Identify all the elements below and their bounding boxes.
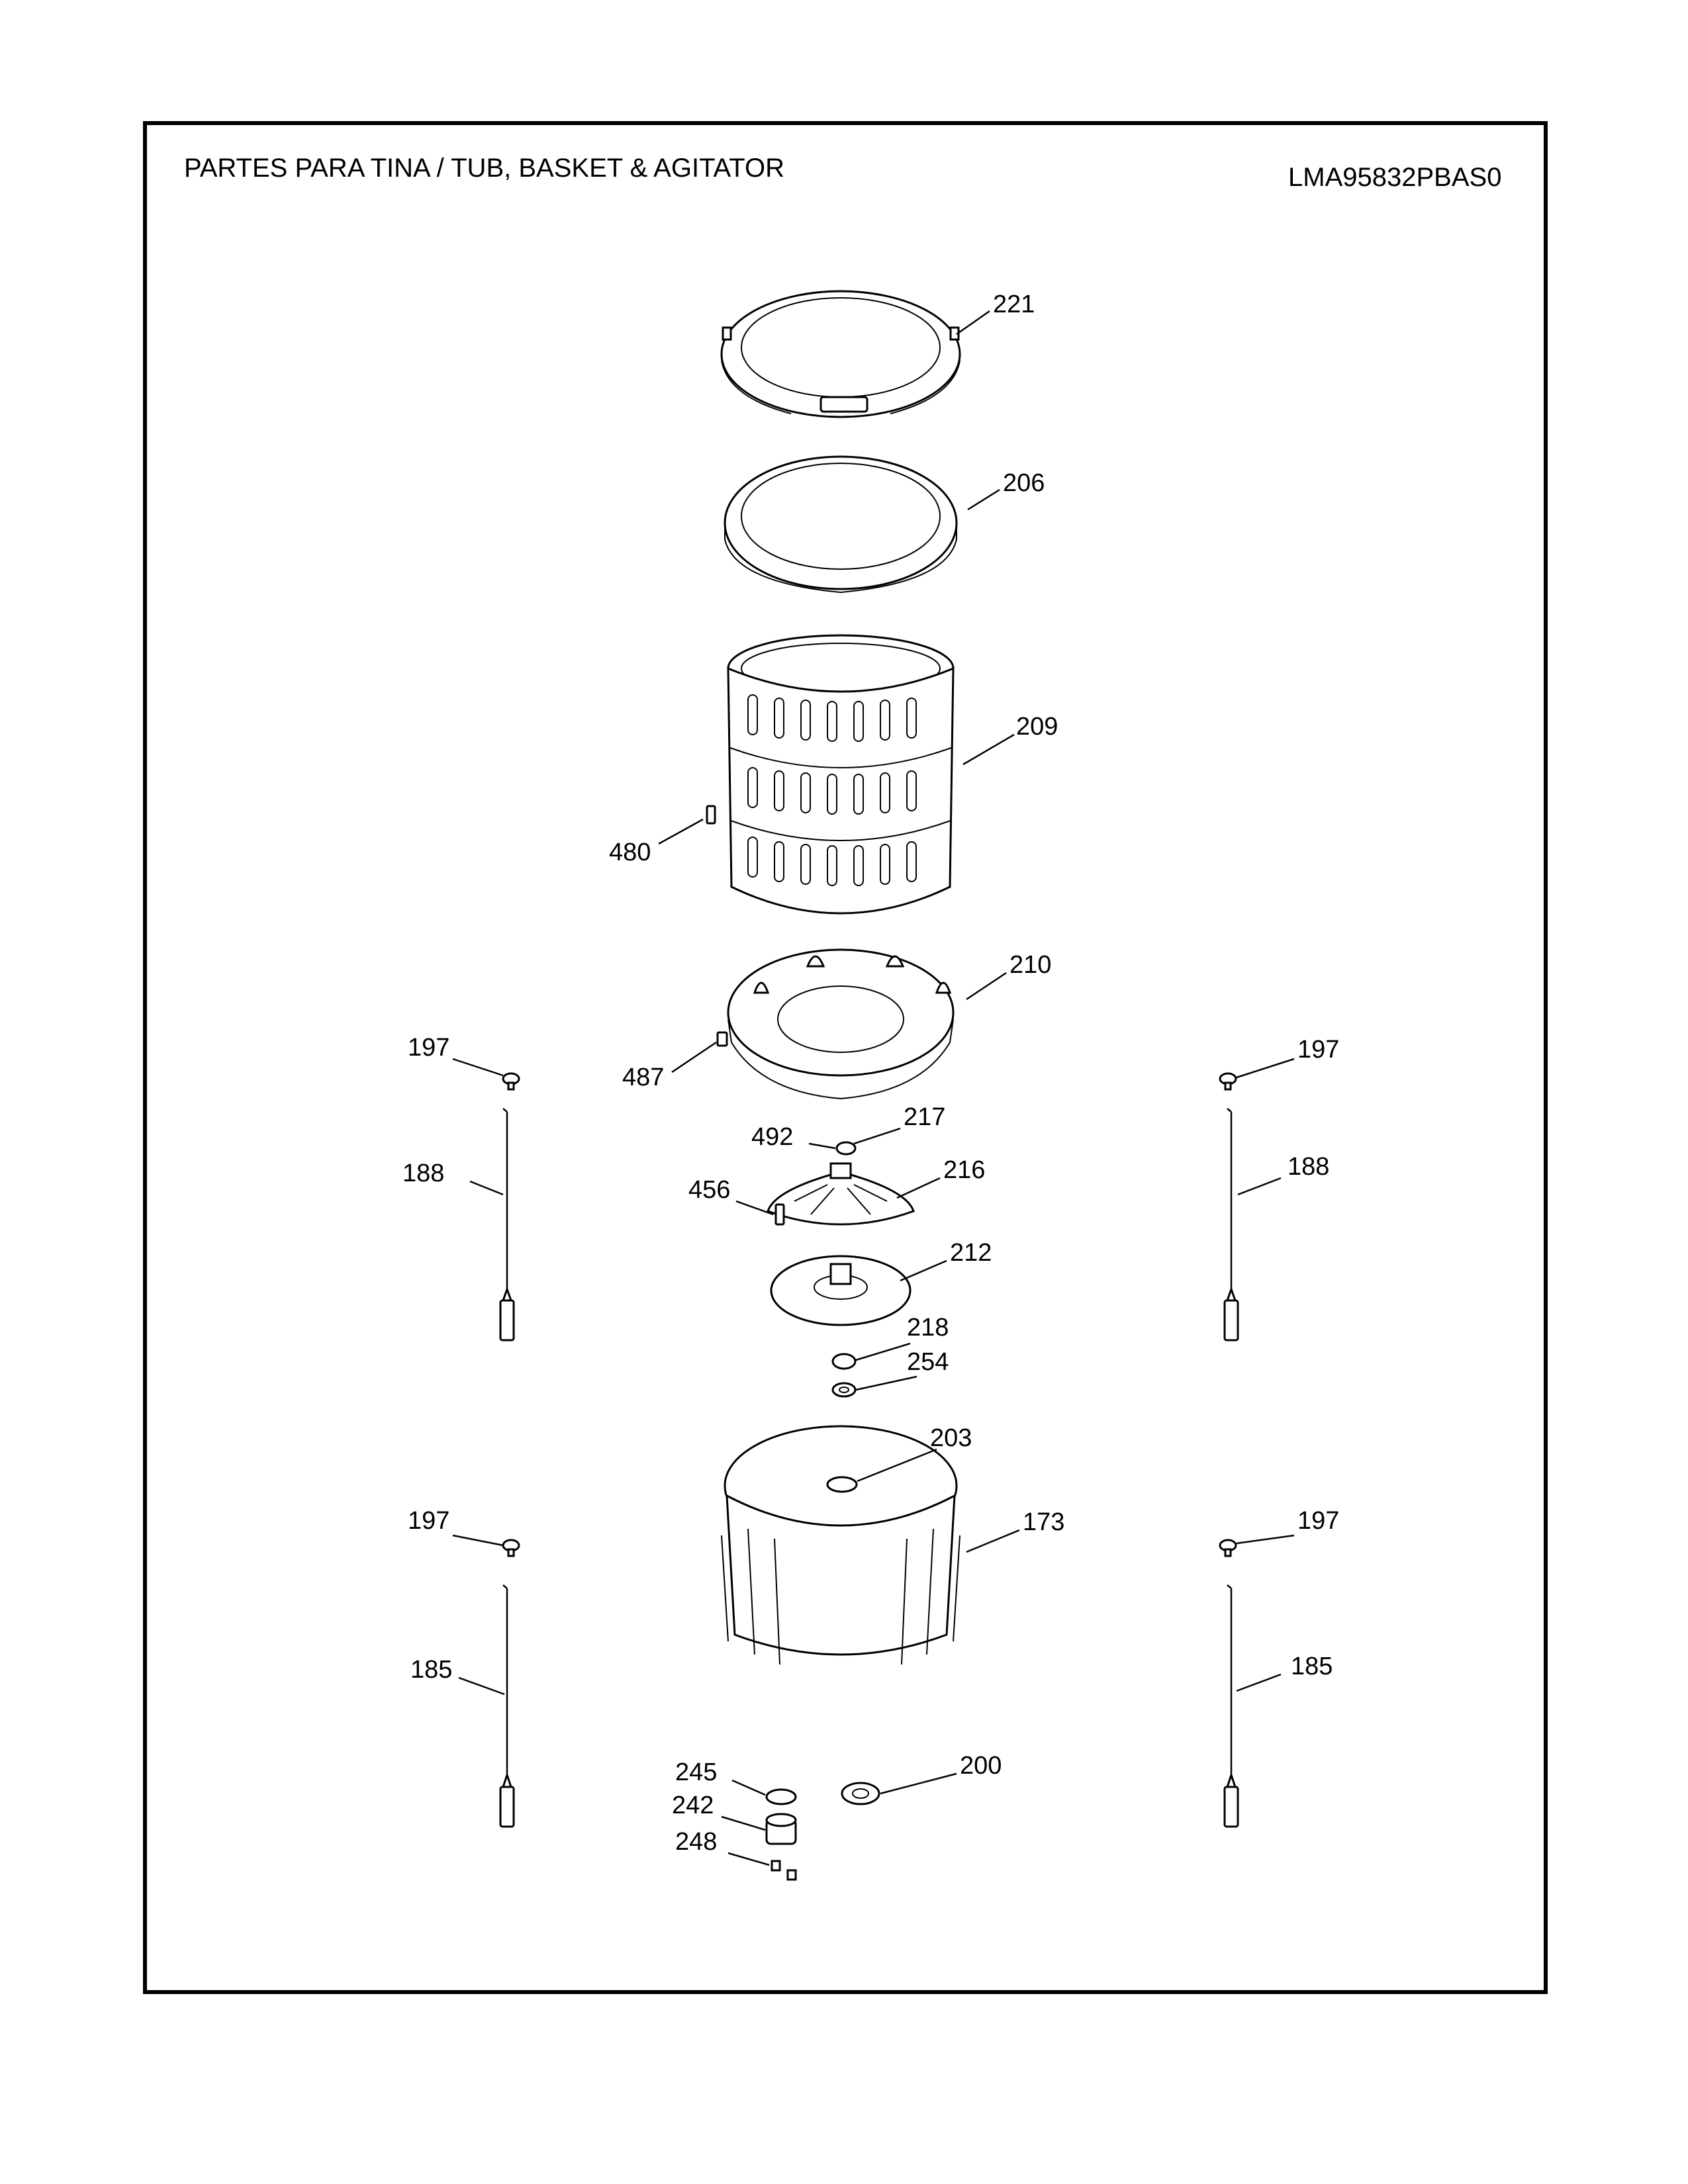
part-209-wash-basket xyxy=(727,634,955,915)
part-185-suspension-rod-right xyxy=(1223,1584,1239,1828)
callout-197-bottom-left: 197 xyxy=(408,1507,449,1535)
part-248-clips xyxy=(771,1860,797,1881)
diagram-title: PARTES PARA TINA / TUB, BASKET & AGITATO… xyxy=(184,154,784,183)
callout-487: 487 xyxy=(622,1064,664,1091)
part-480-screw xyxy=(706,805,716,825)
part-197-grommet-bottom-left xyxy=(502,1539,520,1557)
part-456-screw xyxy=(774,1203,785,1226)
part-173-outer-tub xyxy=(721,1425,961,1665)
part-188-suspension-rod-left xyxy=(499,1108,515,1342)
callout-254: 254 xyxy=(907,1348,949,1376)
part-197-grommet-top-left xyxy=(502,1072,520,1091)
callout-480: 480 xyxy=(609,839,651,866)
part-254-washer xyxy=(831,1382,857,1398)
callout-218: 218 xyxy=(907,1314,949,1342)
part-245-o-ring xyxy=(765,1788,797,1805)
leader-lines xyxy=(452,310,1295,1866)
diagram-frame xyxy=(143,121,1548,1994)
part-188-suspension-rod-right xyxy=(1223,1108,1239,1342)
part-221-tub-cover xyxy=(720,290,961,418)
callout-numbers: 221 206 209 480 210 487 197 197 188 188 … xyxy=(402,291,1339,1856)
part-242-drain-cap xyxy=(765,1813,797,1845)
callout-492: 492 xyxy=(751,1123,793,1151)
part-185-suspension-rod-left xyxy=(499,1584,515,1828)
callout-188-left: 188 xyxy=(402,1160,444,1187)
callout-242: 242 xyxy=(672,1792,714,1819)
callout-185-left: 185 xyxy=(410,1656,452,1684)
callout-197-bottom-right: 197 xyxy=(1297,1507,1339,1535)
part-197-grommet-bottom-right xyxy=(1219,1539,1237,1557)
basket-perforations xyxy=(747,694,917,886)
callout-248: 248 xyxy=(675,1828,717,1856)
part-218-nut xyxy=(831,1353,857,1370)
callout-203: 203 xyxy=(930,1424,972,1452)
callout-216: 216 xyxy=(943,1156,985,1184)
part-216-pulsator xyxy=(767,1162,915,1226)
callout-197-top-right: 197 xyxy=(1297,1036,1339,1064)
part-487-screw xyxy=(716,1031,728,1047)
callout-206: 206 xyxy=(1003,469,1045,497)
part-200-bearing xyxy=(841,1782,880,1805)
callout-173: 173 xyxy=(1023,1508,1064,1536)
callout-456: 456 xyxy=(688,1176,730,1204)
model-number: LMA95832PBAS0 xyxy=(1288,163,1502,192)
part-206-balance-ring xyxy=(724,455,958,594)
callout-197-top-left: 197 xyxy=(408,1034,449,1062)
part-212-hub-plate xyxy=(770,1255,912,1326)
callout-245: 245 xyxy=(675,1758,717,1786)
callout-217: 217 xyxy=(904,1103,945,1131)
callout-188-right: 188 xyxy=(1288,1153,1329,1181)
callout-221: 221 xyxy=(993,291,1035,318)
callout-212: 212 xyxy=(950,1239,992,1267)
part-210-basket-base xyxy=(727,948,955,1100)
part-492-cap xyxy=(835,1141,857,1156)
callout-200: 200 xyxy=(960,1752,1002,1780)
callout-185-right: 185 xyxy=(1291,1653,1333,1680)
part-197-grommet-top-right xyxy=(1219,1072,1237,1091)
callout-209: 209 xyxy=(1016,713,1058,741)
callout-210: 210 xyxy=(1009,951,1051,979)
part-203-seal xyxy=(826,1476,858,1493)
